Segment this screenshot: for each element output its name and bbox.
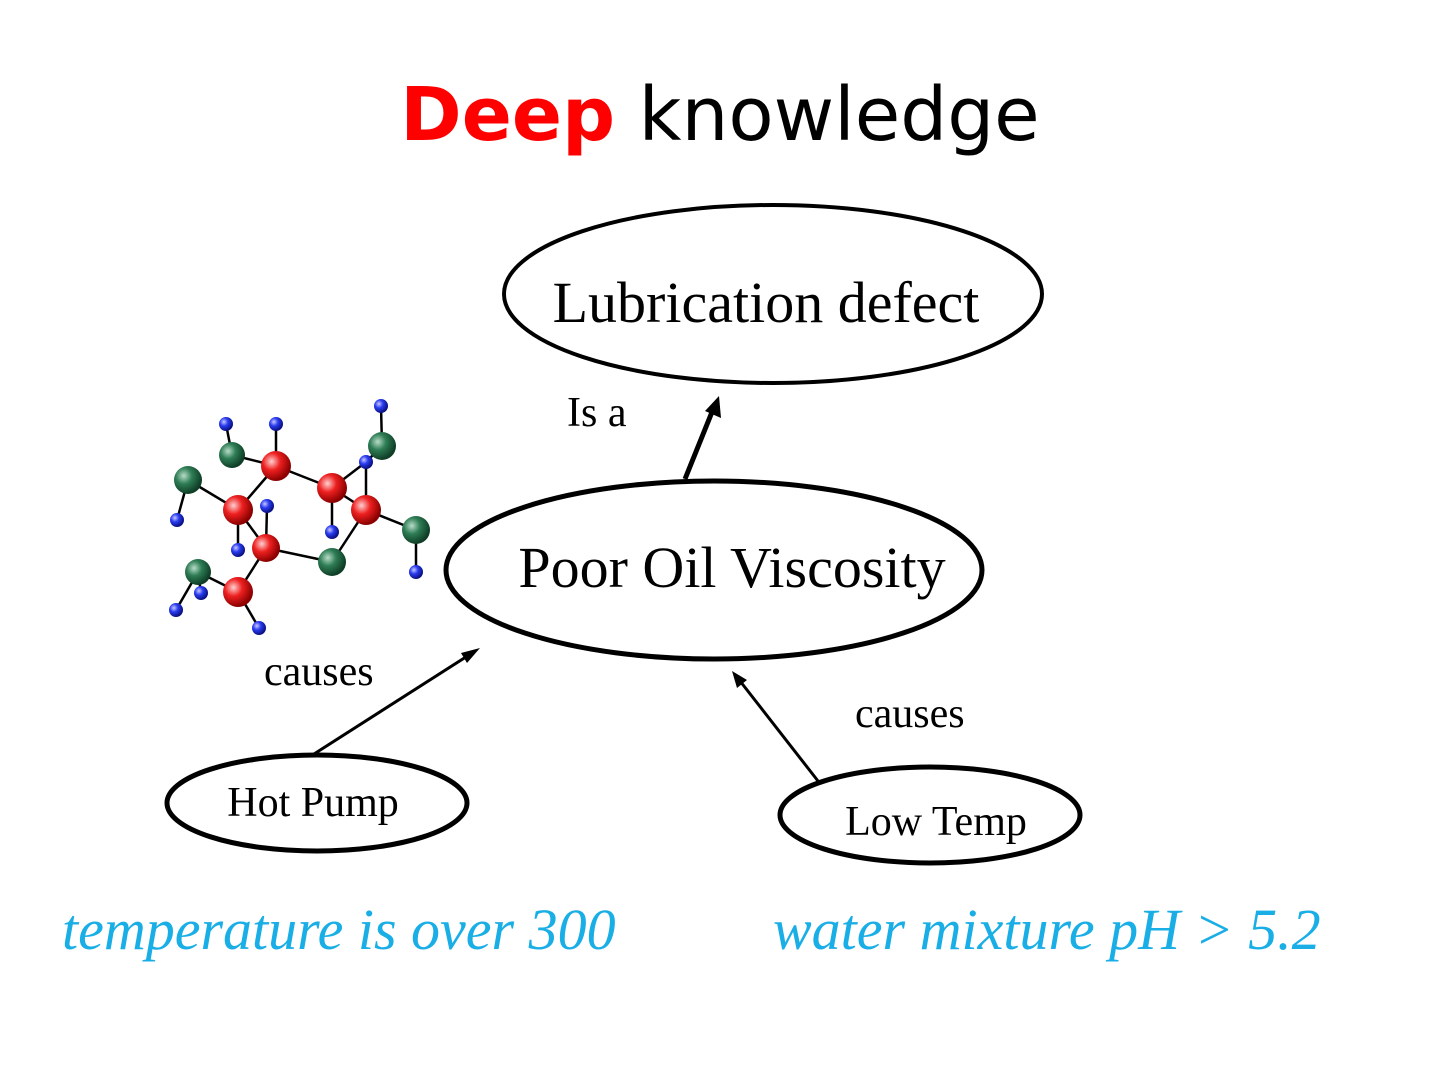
edge-causes-left-arrow <box>313 648 480 756</box>
label-hot-pump: Hot Pump <box>227 780 399 826</box>
edge-is-a-arrow <box>682 396 721 480</box>
label-poor-oil-viscosity: Poor Oil Viscosity <box>518 535 945 600</box>
title-accent: Deep <box>400 72 616 158</box>
label-low-temp: Low Temp <box>845 799 1027 845</box>
molecule-icon <box>169 399 430 635</box>
condition-left: temperature is over 300 <box>62 897 616 962</box>
node-hot-pump <box>164 752 470 854</box>
condition-right: water mixture pH > 5.2 <box>773 897 1321 962</box>
label-causes-right: causes <box>855 691 965 737</box>
label-causes-left: causes <box>264 649 374 695</box>
slide-title: Deep knowledge <box>0 78 1440 152</box>
node-poor-oil-viscosity <box>443 478 985 662</box>
node-low-temp <box>777 764 1083 866</box>
title-rest: knowledge <box>615 72 1040 158</box>
node-lubrication-defect <box>502 203 1044 385</box>
label-is-a: Is a <box>567 390 627 436</box>
label-lubrication-defect: Lubrication defect <box>553 270 980 335</box>
edge-causes-right-arrow <box>732 671 820 782</box>
